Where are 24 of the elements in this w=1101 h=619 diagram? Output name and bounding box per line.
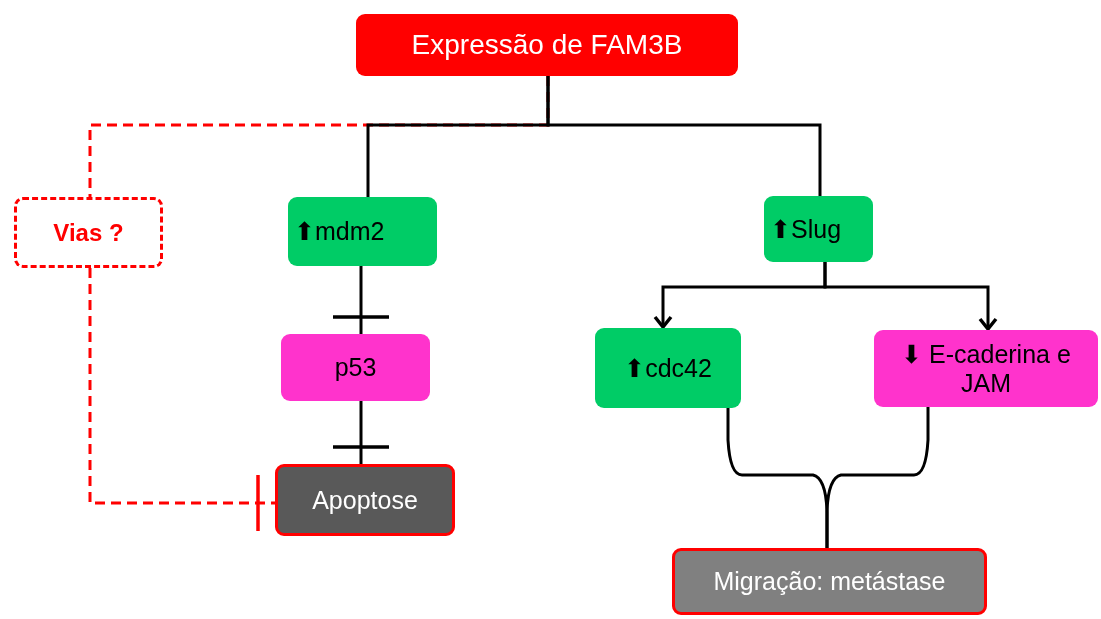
dashed-box bbox=[14, 197, 163, 268]
process-box bbox=[288, 197, 437, 266]
connector-line bbox=[546, 76, 822, 196]
process-box bbox=[764, 196, 873, 262]
node-label: Expressão de FAM3B bbox=[411, 28, 683, 62]
node-label: ⬆Slug bbox=[770, 214, 842, 244]
outcome-box bbox=[672, 548, 987, 615]
process-box bbox=[595, 328, 741, 408]
process-box bbox=[874, 330, 1098, 407]
inhibition-line bbox=[88, 268, 275, 533]
connector-line bbox=[825, 407, 930, 548]
process-box bbox=[356, 14, 738, 76]
node-label: p53 bbox=[334, 353, 377, 382]
node-label: Migração: metástase bbox=[713, 567, 946, 596]
node-label: ⬆mdm2 bbox=[294, 217, 385, 246]
node-label: Vias ? bbox=[53, 218, 124, 247]
inhibition-line bbox=[331, 401, 391, 464]
inhibition-line bbox=[331, 266, 391, 334]
process-box bbox=[281, 334, 430, 401]
node-label: ⬇ E-caderina e JAM bbox=[900, 339, 1072, 398]
arrow bbox=[823, 262, 998, 331]
node-label: ⬆cdc42 bbox=[624, 353, 712, 383]
node-label: Apoptose bbox=[312, 485, 418, 515]
outcome-box bbox=[275, 464, 455, 536]
